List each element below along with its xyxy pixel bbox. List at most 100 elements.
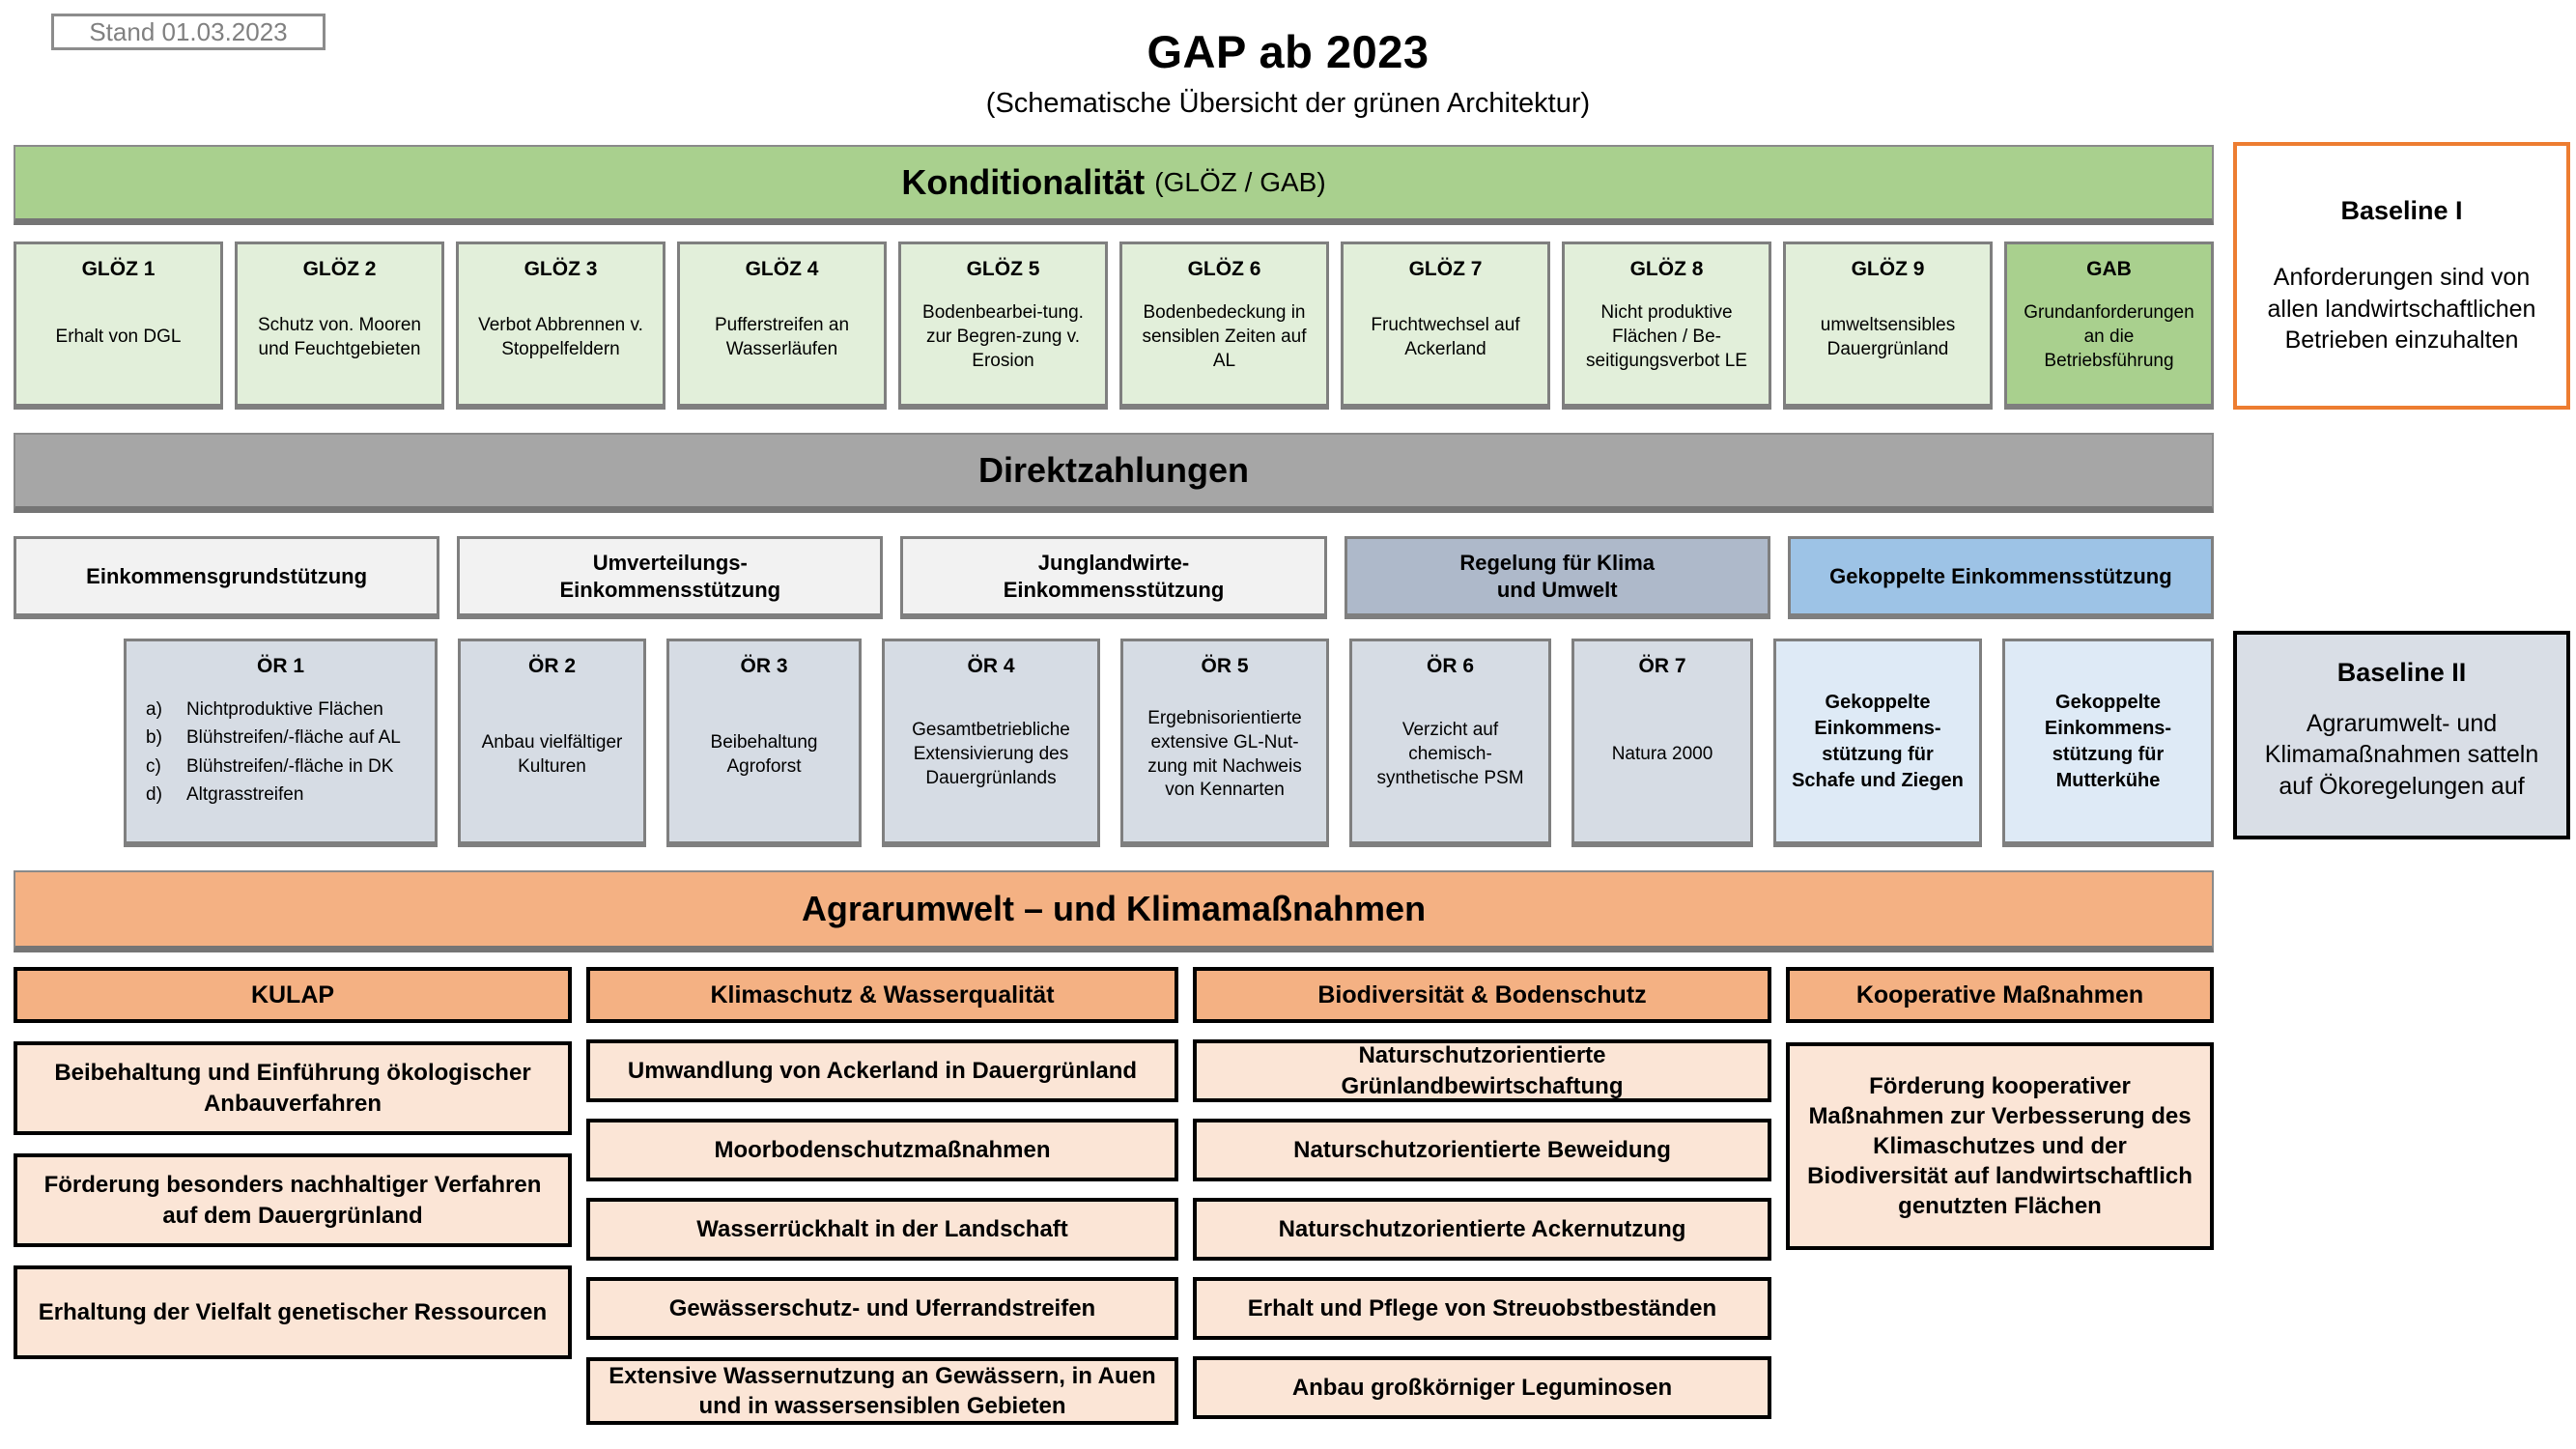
kulap-item: Förderung besonders nachhaltiger Verfahr…	[14, 1153, 572, 1247]
einkommensgrundstuetzung-box: Einkommensgrundstützung	[14, 536, 440, 619]
gloez-6-title: GLÖZ 6	[1187, 258, 1261, 280]
oer-5-title: ÖR 5	[1201, 655, 1249, 677]
gloez-8-body: Nicht produktive Flächen / Be-seitigungs…	[1586, 302, 1747, 371]
oer-2-body: Anbau vielfältiger Kulturen	[481, 731, 623, 777]
oer-7-title: ÖR 7	[1638, 655, 1686, 677]
klimaschutz-item: Gewässerschutz- und Uferrandstreifen	[586, 1277, 1178, 1340]
direktzahlungen-band: Direktzahlungen	[14, 433, 2214, 513]
baseline-1-box: Baseline I Anforderungen sind von allen …	[2233, 142, 2570, 410]
oer-6-title: ÖR 6	[1426, 655, 1474, 677]
klimaschutz-wasserqualitaet-column: Klimaschutz & Wasserqualität Umwandlung …	[586, 967, 1178, 1425]
gab-title: GAB	[2086, 258, 2132, 280]
page-title: GAP ab 2023	[1146, 26, 1430, 77]
gekoppelte-mutterkuehe-label: Gekoppelte Einkommens-stützung für Mutte…	[2044, 691, 2172, 791]
biodiversitaet-item: Naturschutzorientierte Beweidung	[1193, 1119, 1771, 1181]
gloez-9-box: GLÖZ 9 umweltsensibles Dauergrünland	[1783, 242, 1993, 410]
biodiversitaet-bodenschutz-column: Biodiversität & Bodenschutz Naturschutzo…	[1193, 967, 1771, 1419]
oer-6-box: ÖR 6 Verzicht auf chemisch-synthetische …	[1349, 639, 1551, 847]
direktzahlungen-row: Einkommensgrundstützung Umverteilungs-Ei…	[14, 536, 2215, 619]
einkommensgrundstuetzung-label: Einkommensgrundstützung	[86, 563, 368, 588]
junglandwirte-box: Junglandwirte-Einkommensstützung	[900, 536, 1327, 619]
oer-2-box: ÖR 2 Anbau vielfältiger Kulturen	[458, 639, 646, 847]
gloez-3-title: GLÖZ 3	[524, 258, 598, 280]
oer-4-body: Gesamtbetriebliche Extensivierung des Da…	[912, 720, 1070, 788]
gekoppelte-einkommensstuetzung-label: Gekoppelte Einkommensstützung	[1829, 563, 2172, 588]
oer-1-list: a) Nichtproduktive Flächen b) Blühstreif…	[132, 678, 429, 832]
date-stamp: Stand 01.03.2023	[51, 14, 326, 50]
gloez-8-title: GLÖZ 8	[1629, 258, 1704, 280]
biodiversitaet-bodenschutz-header: Biodiversität & Bodenschutz	[1193, 967, 1771, 1023]
gloez-5-title: GLÖZ 5	[966, 258, 1040, 280]
oer-4-title: ÖR 4	[967, 655, 1015, 677]
baseline-2-title: Baseline II	[2336, 658, 2467, 687]
klimaschutz-item: Wasserrückhalt in der Landschaft	[586, 1198, 1178, 1261]
gekoppelte-schafe-ziegen-box: Gekoppelte Einkommens-stützung für Schaf…	[1773, 639, 1982, 847]
biodiversitaet-item: Naturschutzorientierte Grünlandbewirtsch…	[1193, 1039, 1771, 1102]
klimaschutz-item: Extensive Wassernutzung an Gewässern, in…	[586, 1357, 1178, 1425]
kulap-header: KULAP	[14, 967, 572, 1023]
agrarumwelt-band-title: Agrarumwelt – und Klimamaßnahmen	[801, 889, 1427, 928]
oer-2-title: ÖR 2	[527, 655, 576, 677]
biodiversitaet-item: Anbau großkörniger Leguminosen	[1193, 1356, 1771, 1419]
page-subtitle: (Schematische Übersicht der grünen Archi…	[985, 88, 1591, 119]
kulap-item: Erhaltung der Vielfalt genetischer Resso…	[14, 1265, 572, 1359]
gloez-6-box: GLÖZ 6 Bodenbedeckung in sensiblen Zeite…	[1119, 242, 1329, 410]
title-block: GAP ab 2023 (Schematische Übersicht der …	[0, 25, 2576, 120]
konditionalitaet-band-title: Konditionalität	[901, 162, 1146, 202]
gab-body: Grundanforderungen an die Betriebsführun…	[2024, 302, 2194, 371]
list-item: a) Nichtproduktive Flächen	[146, 698, 383, 720]
gloez-1-box: GLÖZ 1 Erhalt von DGL	[14, 242, 223, 410]
gekoppelte-mutterkuehe-box: Gekoppelte Einkommens-stützung für Mutte…	[2002, 639, 2214, 847]
gekoppelte-schafe-ziegen-label: Gekoppelte Einkommens-stützung für Schaf…	[1792, 691, 1964, 791]
gloez-row: GLÖZ 1 Erhalt von DGL GLÖZ 2 Schutz von.…	[14, 242, 2214, 410]
gloez-6-body: Bodenbedeckung in sensiblen Zeiten auf A…	[1142, 302, 1307, 371]
gloez-2-box: GLÖZ 2 Schutz von. Mooren und Feuchtgebi…	[235, 242, 444, 410]
baseline-1-title: Baseline I	[2340, 196, 2463, 225]
baseline-2-box: Baseline II Agrarumwelt- und Klimamaßnah…	[2233, 631, 2570, 839]
klima-umwelt-regelung-box: Regelung für Klima und Umwelt	[1344, 536, 1770, 619]
list-item: c) Blühstreifen/-fläche in DK	[146, 755, 394, 777]
gloez-3-body: Verbot Abbrennen v. Stoppelfeldern	[478, 314, 643, 359]
umverteilungs-box: Umverteilungs-Einkommensstützung	[457, 536, 884, 619]
oer-5-body: Ergebnisorientierte extensive GL-Nut-zun…	[1147, 708, 1302, 801]
direktzahlungen-band-title: Direktzahlungen	[977, 450, 1250, 490]
klima-umwelt-regelung-label: Regelung für Klima und Umwelt	[1459, 551, 1656, 602]
gloez-1-title: GLÖZ 1	[81, 258, 156, 280]
oer-1-title: ÖR 1	[256, 655, 304, 677]
oer-3-box: ÖR 3 Beibehaltung Agroforst	[666, 639, 862, 847]
baseline-1-body: Anforderungen sind von allen landwirtsch…	[2267, 264, 2536, 355]
gloez-5-box: GLÖZ 5 Bodenbearbei-tung. zur Begren-zun…	[898, 242, 1108, 410]
oer-3-body: Beibehaltung Agroforst	[710, 731, 818, 777]
kulap-item: Beibehaltung und Einführung ökologischer…	[14, 1041, 572, 1135]
klimaschutz-item: Umwandlung von Ackerland in Dauergrünlan…	[586, 1039, 1178, 1102]
list-item: d) Altgrasstreifen	[146, 783, 304, 805]
gloez-9-title: GLÖZ 9	[1851, 258, 1925, 280]
gloez-7-title: GLÖZ 7	[1408, 258, 1483, 280]
kooperative-massnahmen-item: Förderung kooperativer Maßnahmen zur Ver…	[1786, 1042, 2214, 1250]
klimaschutz-item: Moorbodenschutzmaßnahmen	[586, 1119, 1178, 1181]
kooperative-massnahmen-header: Kooperative Maßnahmen	[1786, 967, 2214, 1023]
gloez-3-box: GLÖZ 3 Verbot Abbrennen v. Stoppelfelder…	[456, 242, 665, 410]
oer-7-box: ÖR 7 Natura 2000	[1571, 639, 1753, 847]
oer-6-body: Verzicht auf chemisch-synthetische PSM	[1376, 720, 1524, 788]
konditionalitaet-band: Konditionalität (GLÖZ / GAB)	[14, 145, 2214, 225]
gloez-4-body: Pufferstreifen an Wasserläufen	[714, 314, 850, 359]
klimaschutz-wasserqualitaet-header: Klimaschutz & Wasserqualität	[586, 967, 1178, 1023]
gloez-2-title: GLÖZ 2	[302, 258, 377, 280]
gloez-1-body: Erhalt von DGL	[55, 327, 182, 348]
baseline-2-body: Agrarumwelt- und Klimamaßnahmen satteln …	[2264, 709, 2539, 800]
gloez-9-body: umweltsensibles Dauergrünland	[1820, 314, 1956, 359]
gloez-5-body: Bodenbearbei-tung. zur Begren-zung v. Er…	[922, 302, 1084, 371]
biodiversitaet-item: Erhalt und Pflege von Streuobstbeständen	[1193, 1277, 1771, 1340]
kooperative-massnahmen-column: Kooperative Maßnahmen Förderung kooperat…	[1786, 967, 2214, 1250]
gloez-7-box: GLÖZ 7 Fruchtwechsel auf Ackerland	[1341, 242, 1550, 410]
biodiversitaet-item: Naturschutzorientierte Ackernutzung	[1193, 1198, 1771, 1261]
junglandwirte-label: Junglandwirte-Einkommensstützung	[1003, 551, 1225, 602]
gloez-4-title: GLÖZ 4	[745, 258, 819, 280]
oer-4-box: ÖR 4 Gesamtbetriebliche Extensivierung d…	[882, 639, 1100, 847]
gab-box: GAB Grundanforderungen an die Betriebsfü…	[2004, 242, 2214, 410]
agrarumwelt-columns: KULAP Beibehaltung und Einführung ökolog…	[14, 967, 2214, 1425]
oer-5-box: ÖR 5 Ergebnisorientierte extensive GL-Nu…	[1120, 639, 1329, 847]
agrarumwelt-band: Agrarumwelt – und Klimamaßnahmen	[14, 870, 2214, 952]
